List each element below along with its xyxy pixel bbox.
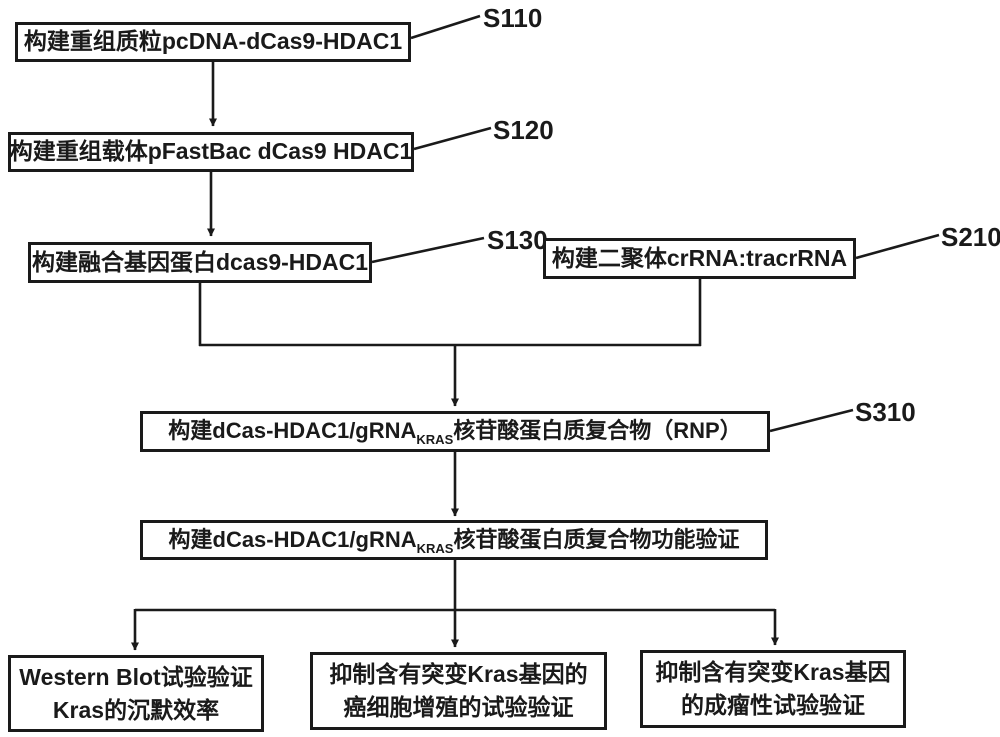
- tumorigenicity-line1: 抑制含有突变Kras基因: [655, 659, 891, 685]
- flow-box-s310-text: 构建dCas-HDAC1/gRNAKRAS核苷酸蛋白质复合物（RNP）: [168, 418, 742, 448]
- func-text-post: 核苷酸蛋白质复合物功能验证: [453, 526, 740, 552]
- flow-box-s120-text: 构建重组载体pFastBac dCas9 HDAC1: [9, 138, 413, 165]
- flow-box-s130-text: 构建融合基因蛋白dcas9-HDAC1: [31, 248, 369, 275]
- flow-box-s110-plasmid: 构建重组质粒pcDNA-dCas9-HDAC1: [15, 22, 411, 62]
- rnp-text-pre: 构建dCas-HDAC1/gRNA: [168, 418, 417, 444]
- proliferation-line1: 抑制含有突变Kras基因的: [329, 661, 588, 687]
- flow-box-function-validation: 构建dCas-HDAC1/gRNAKRAS核苷酸蛋白质复合物功能验证: [140, 520, 768, 560]
- step-label-s210: S210: [941, 222, 1000, 252]
- flow-box-s120-vector: 构建重组载体pFastBac dCas9 HDAC1: [8, 132, 414, 172]
- step-label-s310: S310: [855, 397, 916, 427]
- flow-box-s110-text: 构建重组质粒pcDNA-dCas9-HDAC1: [23, 28, 403, 55]
- rnp-text-post: 核苷酸蛋白质复合物（RNP）: [453, 418, 742, 444]
- step-label-s120: S120: [493, 115, 554, 145]
- flow-box-s310-rnp-complex: 构建dCas-HDAC1/gRNAKRAS核苷酸蛋白质复合物（RNP）: [140, 411, 770, 452]
- western-blot-line2: Kras的沉默效率: [52, 696, 220, 723]
- step-label-s110: S110: [483, 3, 543, 33]
- func-text-subscript: KRAS: [416, 540, 454, 556]
- flow-box-proliferation-assay: 抑制含有突变Kras基因的 癌细胞增殖的试验验证: [310, 652, 607, 730]
- flow-box-s130-fusion-protein: 构建融合基因蛋白dcas9-HDAC1: [28, 242, 372, 283]
- western-blot-line1: Western Blot试验验证: [19, 663, 253, 690]
- flow-box-s210-dimer: 构建二聚体crRNA:tracrRNA: [543, 238, 856, 279]
- flow-box-s210-text: 构建二聚体crRNA:tracrRNA: [551, 244, 848, 271]
- function-validation-text: 构建dCas-HDAC1/gRNAKRAS核苷酸蛋白质复合物功能验证: [168, 526, 740, 556]
- rnp-text-subscript: KRAS: [416, 432, 454, 448]
- proliferation-line2: 癌细胞增殖的试验验证: [343, 694, 574, 720]
- step-label-s130: S130: [487, 225, 548, 255]
- tumorigenicity-line2: 的成瘤性试验验证: [681, 692, 865, 718]
- flow-box-tumorigenicity-assay: 抑制含有突变Kras基因 的成瘤性试验验证: [640, 650, 906, 728]
- func-text-pre: 构建dCas-HDAC1/gRNA: [168, 526, 417, 552]
- flow-box-western-blot: Western Blot试验验证 Kras的沉默效率: [8, 655, 264, 732]
